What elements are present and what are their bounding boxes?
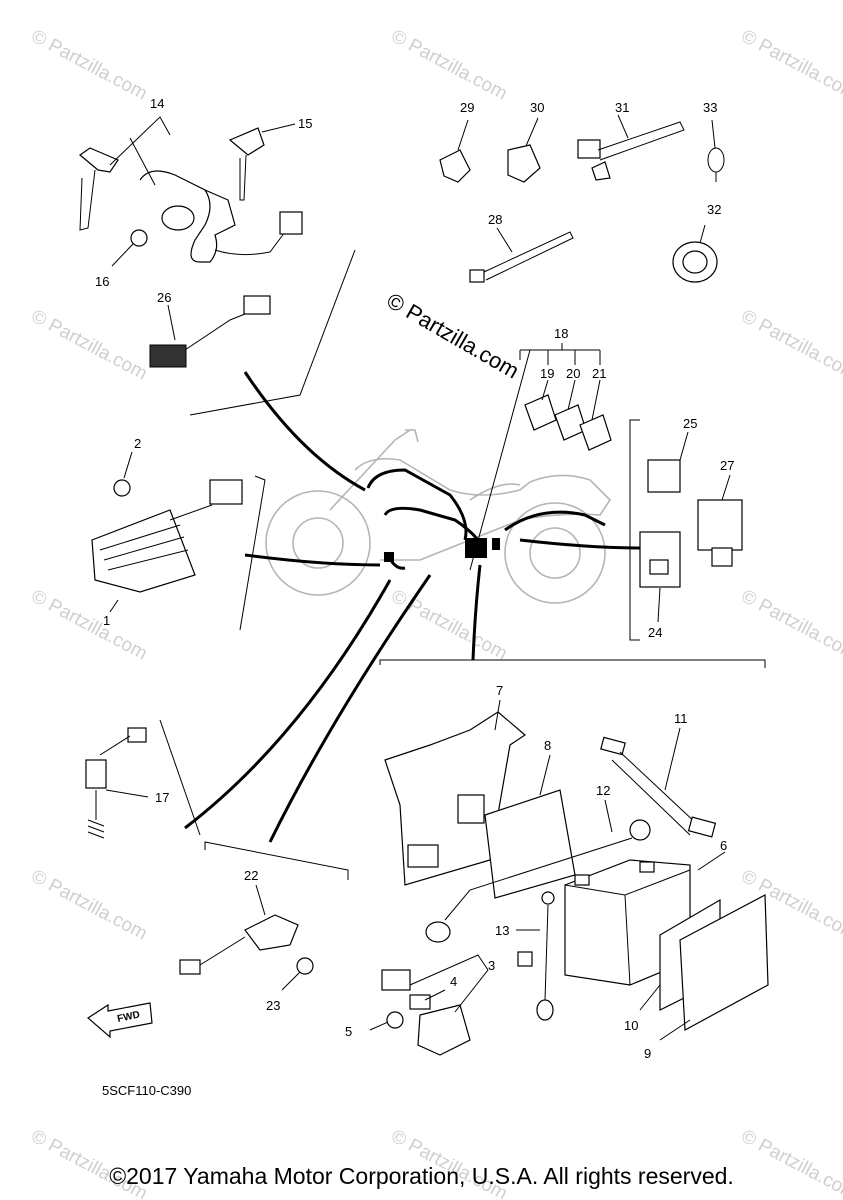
wire-harness (366, 468, 606, 570)
part-battery-band (600, 727, 717, 838)
callout-26: 26 (157, 290, 171, 305)
watermark-text: © Partzilla.com (738, 26, 843, 105)
part-cable-tie-28 (469, 227, 574, 283)
callout-16: 16 (95, 274, 109, 289)
callout-33: 33 (703, 100, 717, 115)
callout-21: 21 (592, 366, 606, 381)
part-ground-lead (516, 891, 555, 1021)
part-clamp-30 (507, 117, 541, 183)
part-screw-16 (111, 229, 148, 267)
part-fuses (519, 343, 612, 451)
callout-7: 7 (496, 683, 503, 698)
callout-17: 17 (155, 790, 169, 805)
part-rectifier (91, 451, 243, 613)
copyright-notice: ©2017 Yamaha Motor Corporation, U.S.A. A… (109, 1163, 734, 1189)
part-resistor-lead (149, 295, 271, 368)
callout-13: 13 (495, 923, 509, 938)
callout-12: 12 (596, 783, 610, 798)
callout-23: 23 (266, 998, 280, 1013)
callout-3: 3 (488, 958, 495, 973)
part-battery (564, 851, 726, 986)
callout-15: 15 (298, 116, 312, 131)
part-flasher-24 (639, 531, 681, 623)
part-sidestand-switch (179, 884, 314, 991)
watermark-text: © Partzilla.com (388, 26, 511, 105)
part-starter-relay (369, 954, 489, 1056)
callout-1: 1 (103, 613, 110, 628)
fwd-label: FWD (116, 1009, 141, 1024)
callout-30: 30 (530, 100, 544, 115)
callout-2: 2 (134, 436, 141, 451)
part-neutral-switch (85, 727, 149, 839)
callout-31: 31 (615, 100, 629, 115)
watermark-text: © Partzilla.com (28, 26, 151, 105)
callout-11: 11 (674, 711, 688, 726)
callout-8: 8 (544, 738, 551, 753)
part-pad-9 (659, 894, 769, 1041)
callout-14: 14 (150, 96, 164, 111)
part-relay-25 (647, 431, 689, 493)
part-clamp-32 (672, 224, 718, 283)
fwd-arrow-icon: FWD (87, 1002, 153, 1039)
part-clip-29 (439, 119, 471, 183)
callout-5: 5 (345, 1024, 352, 1039)
watermark-text: © Partzilla.com (28, 306, 151, 385)
callout-25: 25 (683, 416, 697, 431)
callout-27: 27 (720, 458, 734, 473)
diagram-code: 5SCF110-C390 (102, 1083, 191, 1098)
leader-lines (159, 249, 766, 880)
watermark-text: © Partzilla.com (388, 586, 511, 665)
callout-29: 29 (460, 100, 474, 115)
part-band-31 (577, 114, 685, 181)
part-clip-33 (707, 119, 725, 182)
callout-20: 20 (566, 366, 580, 381)
partzilla-watermark: © Partzilla.com (383, 288, 524, 384)
watermark-text: © Partzilla.com (738, 306, 843, 385)
callout-22: 22 (244, 868, 258, 883)
callout-6: 6 (720, 838, 727, 853)
callout-10: 10 (624, 1018, 638, 1033)
motorcycle-outline (265, 429, 612, 604)
callout-19: 19 (540, 366, 554, 381)
watermark-text: © Partzilla.com (28, 586, 151, 665)
callout-28: 28 (488, 212, 502, 227)
callout-24: 24 (648, 625, 662, 640)
callout-18: 18 (554, 326, 568, 341)
part-main-switch (79, 116, 303, 263)
part-battery-lead-12 (425, 799, 651, 943)
callout-32: 32 (707, 202, 721, 217)
watermark-text: © Partzilla.com (738, 586, 843, 665)
part-key (228, 123, 296, 201)
callout-4: 4 (450, 974, 457, 989)
callout-9: 9 (644, 1046, 651, 1061)
part-relay-27 (697, 474, 743, 567)
watermark-text: © Partzilla.com (28, 866, 151, 945)
